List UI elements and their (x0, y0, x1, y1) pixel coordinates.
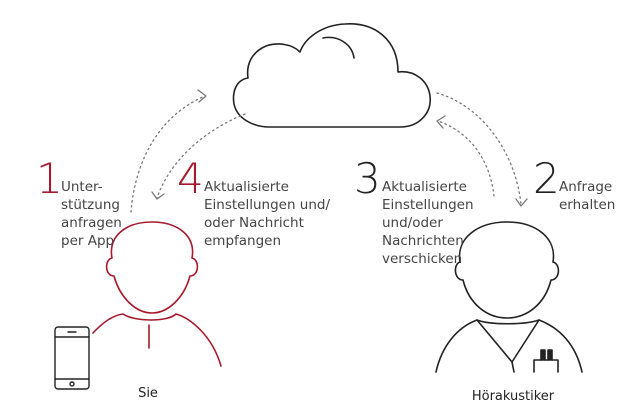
professional-label: Hörakustiker (471, 389, 555, 404)
step-2-number: 2 (533, 154, 560, 203)
step-3-number: 3 (354, 154, 381, 203)
step-line: Anfrage (559, 179, 613, 195)
step-line: stützung (61, 197, 120, 213)
arrowhead-icon (436, 115, 446, 129)
step-4-number: 4 (177, 154, 204, 203)
arrowhead-icon (151, 191, 165, 200)
dotted-arrows (130, 92, 522, 213)
step-line: Aktualisierte (204, 179, 289, 195)
arrow-step-4 (156, 113, 246, 199)
step-line: und/oder (382, 215, 443, 231)
step-line: oder Nachricht (204, 215, 304, 231)
step-2-text: Anfrage erhalten (559, 160, 615, 232)
user-label: Sie (138, 386, 158, 401)
step-line: empfangen (204, 233, 282, 249)
arrowhead-icon (197, 89, 207, 103)
step-line: Nachrichten (382, 233, 464, 249)
step-line: Aktualisierte (382, 179, 467, 195)
step-line: Unter- (61, 179, 103, 195)
smartphone-icon (54, 326, 90, 390)
step-line: Einstellungen und/ (204, 197, 331, 213)
step-line: per App (61, 233, 115, 249)
arrow-step-2 (436, 92, 522, 205)
arrowhead-icon (515, 198, 528, 207)
step-1-number: 1 (36, 154, 63, 203)
step-line: verschicken (382, 251, 463, 267)
cloud-icon (232, 23, 431, 128)
step-line: erhalten (559, 197, 616, 213)
step-line: anfragen (61, 215, 122, 231)
user-icon (92, 221, 222, 367)
hearing-professional-icon (435, 221, 583, 373)
step-1-text: Unter-stützung anfragen per App (61, 160, 122, 268)
arrow-step-3 (437, 120, 495, 197)
step-line: Einstellungen (382, 197, 474, 213)
